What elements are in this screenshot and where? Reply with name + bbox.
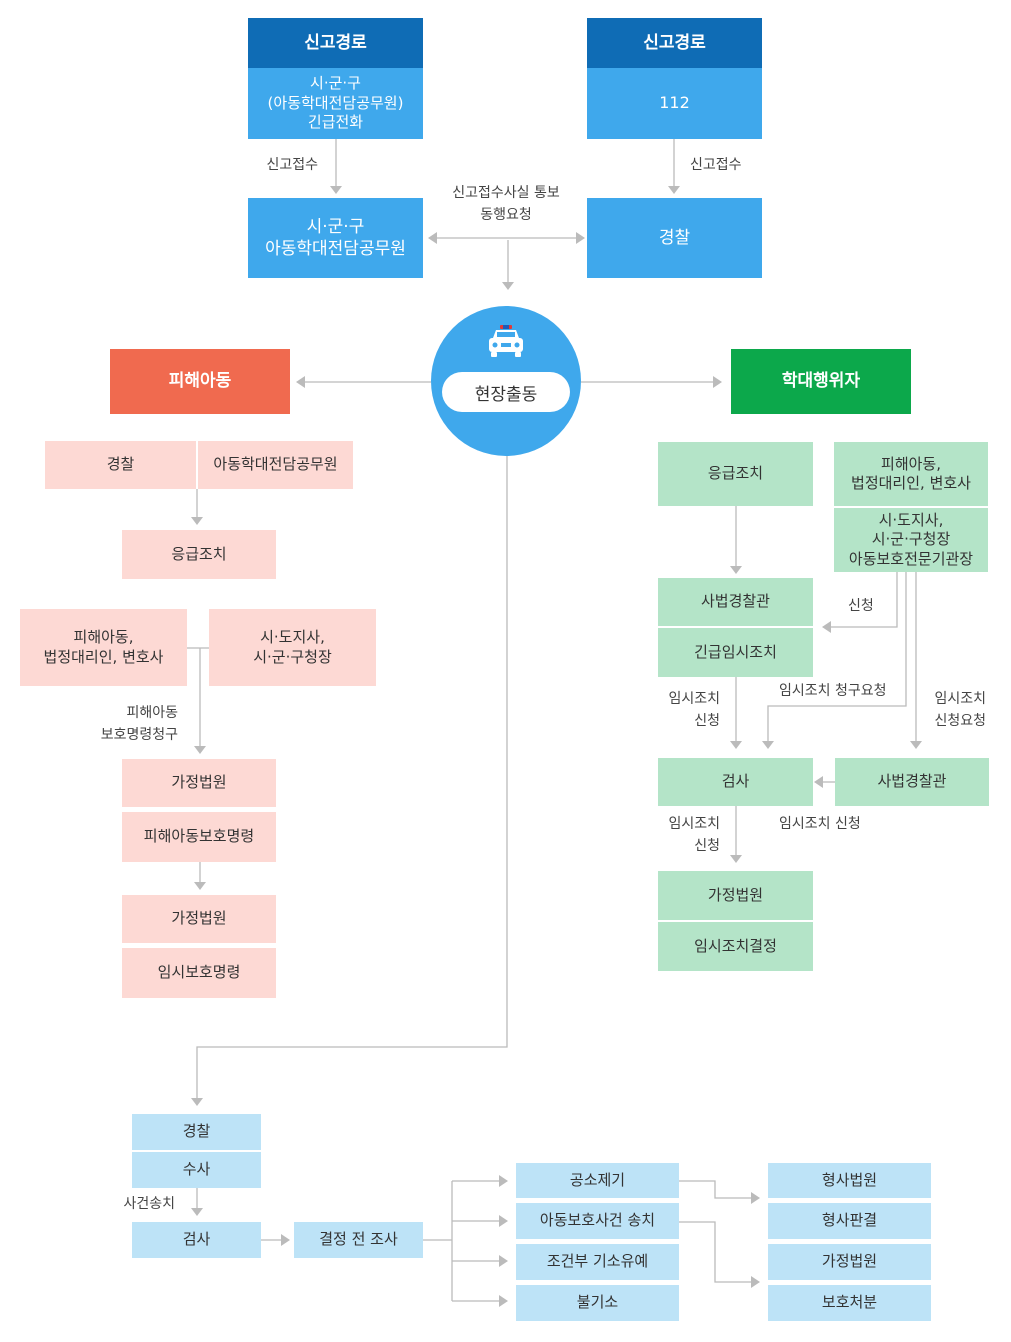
outcome-non-prosecution: 불기소 — [516, 1285, 679, 1321]
arrowhead — [502, 282, 514, 290]
victim-responder-police: 경찰 — [45, 441, 196, 489]
victim-protection-order: 피해아동보호명령 — [122, 812, 276, 862]
abuser-requester-family: 피해아동, 법정대리인, 변호사 — [834, 442, 988, 506]
victim-requester-mayor: 시·도지사, 시·군·구청장 — [209, 609, 376, 686]
arrowhead — [191, 1098, 203, 1106]
connector — [830, 572, 898, 628]
pre-decision-investigation: 결정 전 조사 — [294, 1222, 423, 1258]
arrowhead — [194, 746, 206, 754]
judicial-police-right: 사법경찰관 — [835, 758, 989, 806]
arrowhead — [191, 1208, 203, 1216]
arrowhead — [576, 232, 585, 244]
temporary-measure-apply-label-3: 임시조치 신청 — [779, 816, 861, 832]
outcome-conditional-suspension: 조건부 기소유예 — [516, 1244, 679, 1280]
emergency-temporary-measure: 긴급임시조치 — [658, 628, 813, 677]
report-receipt-label-left: 신고접수 — [266, 157, 318, 173]
arrowhead — [762, 741, 774, 749]
protection-order-claim-label: 피해아동 보호명령청구 — [100, 705, 178, 743]
notify-label: 신고접수사실 통보 동행요청 — [452, 185, 560, 223]
abuser-emergency-measure: 응급조치 — [658, 442, 813, 506]
arrowhead — [814, 776, 823, 788]
temporary-measure-apply-label-2: 임시조치 신청 — [668, 816, 720, 854]
judicial-police-box: 사법경찰관 — [658, 578, 813, 626]
case-transfer-label: 사건송치 — [123, 1196, 175, 1212]
arrowhead — [730, 855, 742, 863]
arrowhead — [822, 621, 831, 633]
arrowhead — [713, 376, 722, 388]
outcome-child-protection-case: 아동보호사건 송치 — [516, 1203, 679, 1239]
investigation-police: 경찰 — [132, 1114, 261, 1150]
arrowhead — [296, 376, 305, 388]
connector — [767, 572, 907, 741]
arrowhead — [668, 186, 680, 194]
arrowhead — [281, 1234, 290, 1246]
temporary-measure-apply-label: 임시조치 신청 — [668, 691, 720, 729]
family-court: 가정법원 — [768, 1244, 931, 1280]
apply-label: 신청 — [848, 598, 874, 614]
arrowhead — [191, 517, 203, 525]
arrowhead — [499, 1295, 508, 1307]
arrowhead — [194, 882, 206, 890]
victim-emergency-measure: 응급조치 — [122, 530, 276, 579]
arrowhead — [330, 186, 342, 194]
victim-family-court-1: 가정법원 — [122, 759, 276, 807]
arrowhead — [730, 741, 742, 749]
police-car-icon — [489, 325, 523, 357]
arrowhead — [751, 1276, 760, 1288]
abuser-header: 학대행위자 — [731, 349, 911, 414]
investigation-inquiry: 수사 — [132, 1152, 261, 1188]
criminal-judgment: 형사판결 — [768, 1203, 931, 1239]
connector — [679, 1221, 752, 1283]
report-route-right-body: 112 — [587, 68, 762, 139]
victim-family-court-2: 가정법원 — [122, 895, 276, 943]
protective-disposition: 보호처분 — [768, 1285, 931, 1321]
connector — [679, 1180, 752, 1199]
arrowhead — [428, 232, 437, 244]
local-official-box: 시·군·구 아동학대전담공무원 — [248, 198, 423, 278]
connector — [196, 456, 508, 1098]
police-box: 경찰 — [587, 198, 762, 278]
abuser-prosecutor: 검사 — [658, 758, 813, 806]
abuser-requester-officials: 시·도지사, 시·군·구청장 아동보호전문기관장 — [834, 508, 988, 572]
abuser-family-court: 가정법원 — [658, 871, 813, 920]
arrowhead — [499, 1215, 508, 1227]
arrowhead — [499, 1255, 508, 1267]
arrowhead — [751, 1192, 760, 1204]
report-route-left-body: 시·군·구 (아동학대전담공무원) 긴급전화 — [248, 68, 423, 139]
report-route-left-header: 신고경로 — [248, 18, 423, 68]
victim-child-header: 피해아동 — [110, 349, 290, 414]
report-route-right-header: 신고경로 — [587, 18, 762, 68]
criminal-court: 형사법원 — [768, 1163, 931, 1198]
arrowhead — [910, 741, 922, 749]
temporary-measure-decision: 임시조치결정 — [658, 922, 813, 971]
victim-requester-family: 피해아동, 법정대리인, 변호사 — [20, 609, 187, 686]
victim-temporary-protection-order: 임시보호명령 — [122, 948, 276, 998]
arrowhead — [499, 1175, 508, 1187]
temporary-measure-claim-request-label: 임시조치 청구요청 — [779, 683, 887, 699]
report-receipt-label-right: 신고접수 — [690, 157, 742, 173]
temporary-measure-apply-request-label: 임시조치 신청요청 — [934, 691, 986, 729]
field-dispatch-node: 현장출동 — [431, 306, 581, 456]
investigation-prosecutor: 검사 — [132, 1222, 261, 1258]
field-dispatch-label: 현장출동 — [442, 372, 570, 412]
victim-responder-official: 아동학대전담공무원 — [198, 441, 353, 489]
arrowhead — [730, 566, 742, 574]
outcome-prosecution: 공소제기 — [516, 1163, 679, 1198]
